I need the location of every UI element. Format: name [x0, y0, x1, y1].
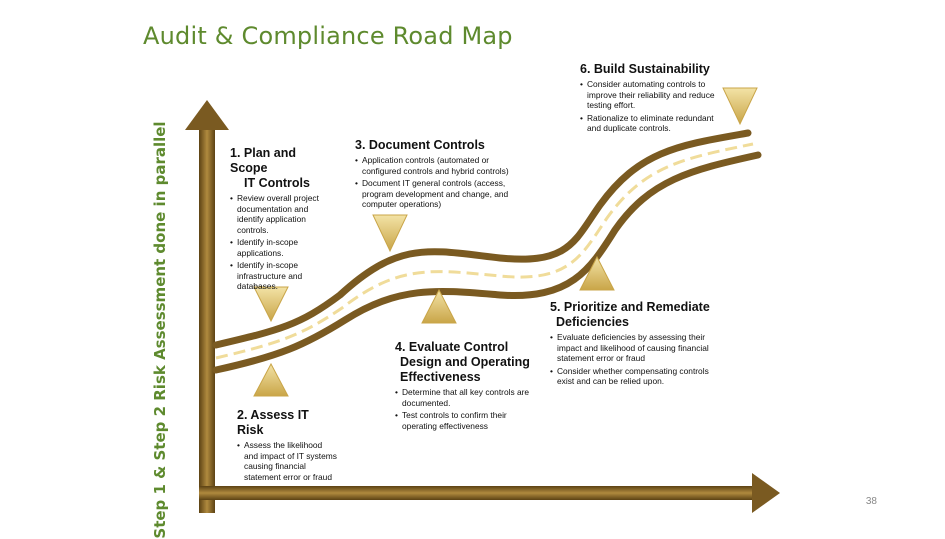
bullet-item: Consider whether compensating controls e…: [550, 366, 725, 387]
step-2-assess-it-risk: 2. Assess IT Risk Assess the likelihood …: [237, 408, 337, 484]
marker-step-5: [579, 255, 615, 291]
bullet-item: Assess the likelihood and impact of IT s…: [237, 440, 337, 482]
step-title-line: IT Controls: [244, 176, 310, 190]
bullet-item: Identify in-scope applications.: [230, 237, 330, 258]
step-title-line: Design and Operating: [400, 355, 530, 369]
roadmap-path: [212, 129, 762, 374]
step-title: 1. Plan and Scope IT Controls: [230, 146, 330, 191]
horizontal-axis-arrow: [199, 473, 780, 513]
step-6-build-sustainability: 6. Build Sustainability Consider automat…: [580, 62, 720, 136]
bullet-item: Application controls (automated or confi…: [355, 155, 530, 176]
step-title: 6. Build Sustainability: [580, 62, 710, 76]
step-title-line: 5. Prioritize and Remediate: [550, 300, 710, 314]
step-title: 4. Evaluate Control Design and Operating…: [395, 340, 535, 385]
step-5-prioritize-and-remediate: 5. Prioritize and Remediate Deficiencies…: [550, 300, 725, 389]
marker-step-2: [253, 362, 289, 397]
bullet-item: Rationalize to eliminate redundant and d…: [580, 113, 720, 134]
bullet-item: Evaluate deficiencies by assessing their…: [550, 332, 725, 364]
bullet-item: Determine that all key controls are docu…: [395, 387, 535, 408]
page-title: Audit & Compliance Road Map: [143, 22, 513, 50]
step-title-line: 1. Plan and Scope: [230, 146, 296, 175]
step-title-line: Deficiencies: [556, 315, 629, 329]
bullet-item: Review overall project documentation and…: [230, 193, 330, 235]
bullet-item: Identify in-scope infrastructure and dat…: [230, 260, 330, 292]
step-title: 2. Assess IT Risk: [237, 408, 309, 437]
marker-step-4: [421, 288, 457, 324]
step-3-document-controls: 3. Document Controls Application control…: [355, 138, 530, 212]
bullet-item: Consider automating controls to improve …: [580, 79, 720, 111]
marker-step-6: [722, 87, 758, 126]
step-title: 3. Document Controls: [355, 138, 485, 152]
marker-step-3: [372, 214, 408, 253]
bullet-item: Document IT general controls (access, pr…: [355, 178, 530, 210]
step-title: 5. Prioritize and Remediate Deficiencies: [550, 300, 725, 330]
page-number: 38: [865, 496, 877, 507]
step-title-line: Effectiveness: [400, 370, 481, 384]
step-4-evaluate-controls: 4. Evaluate Control Design and Operating…: [395, 340, 535, 433]
vertical-axis-arrow: [185, 100, 229, 513]
step-1-plan-and-scope: 1. Plan and Scope IT Controls Review ove…: [230, 146, 330, 294]
bullet-item: Test controls to confirm their operating…: [395, 410, 535, 431]
step-title-line: 4. Evaluate Control: [395, 340, 509, 354]
